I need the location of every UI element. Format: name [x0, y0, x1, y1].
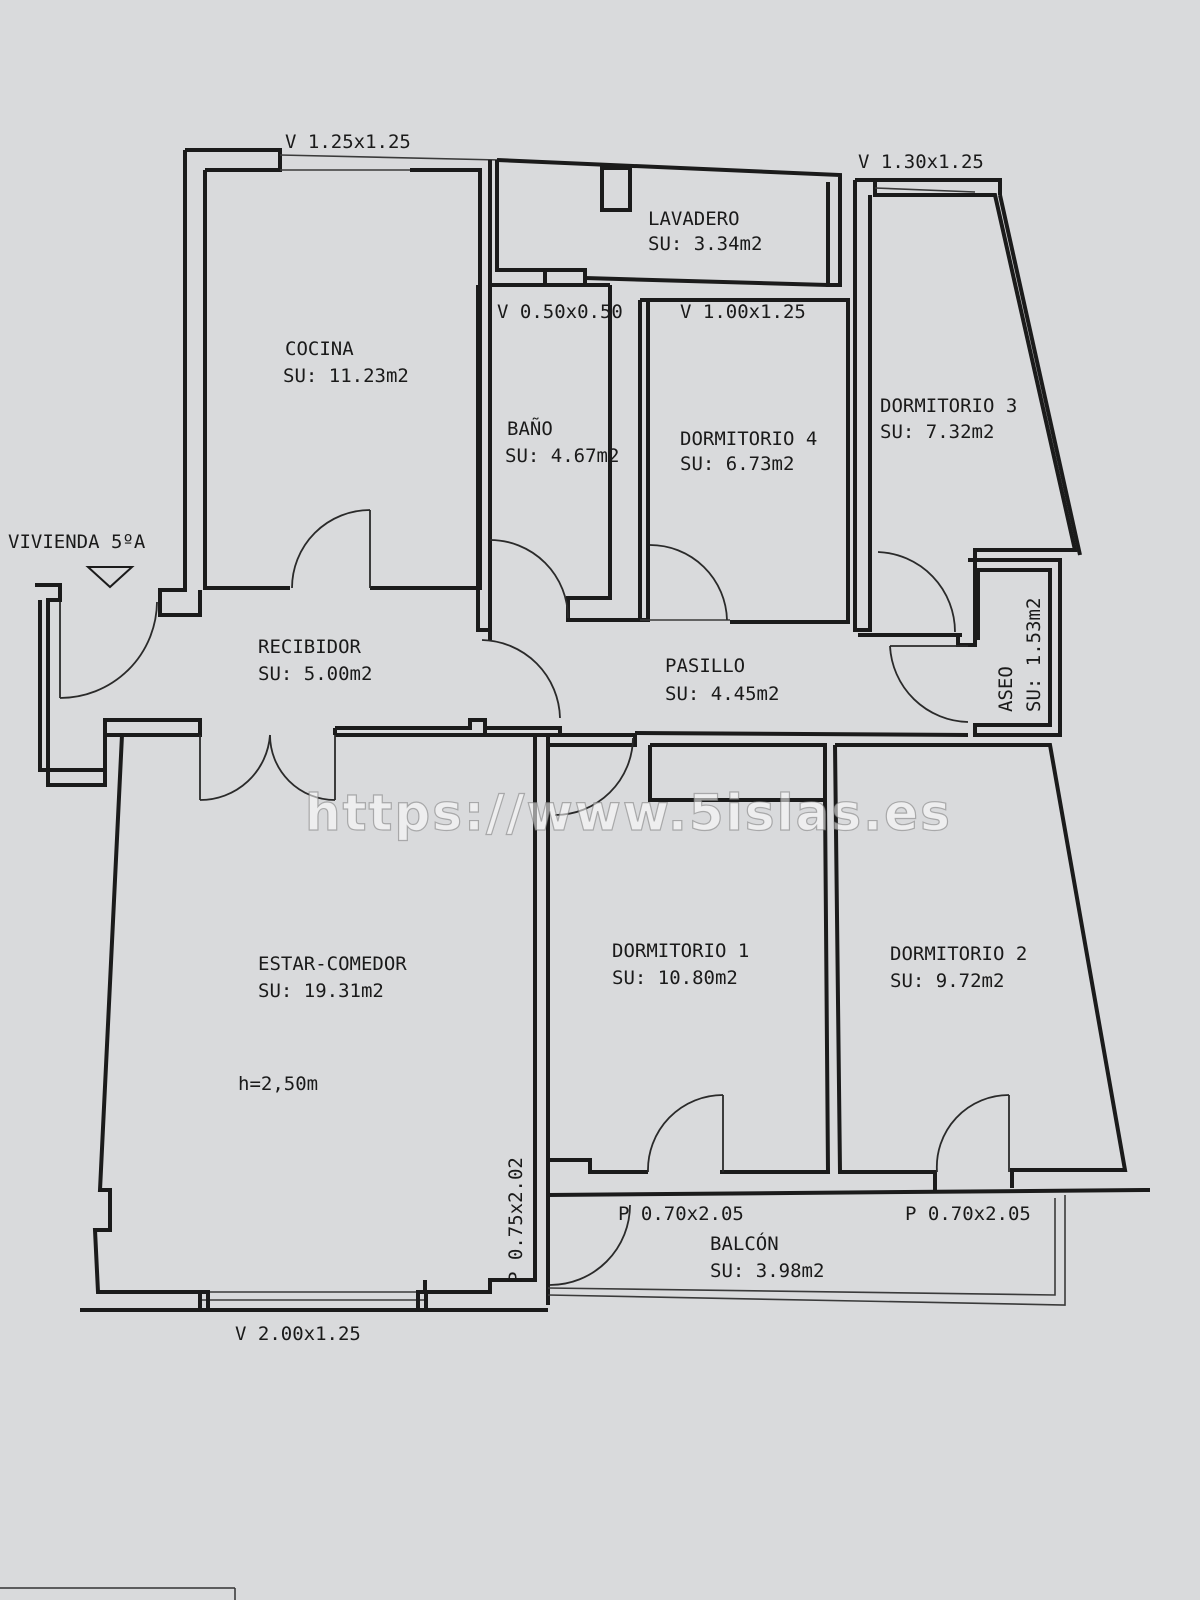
- room-estar-comedor-name: ESTAR-COMEDOR: [258, 953, 407, 975]
- wall-laundry-top: [496, 158, 842, 287]
- room-estar-comedor-area: SU: 19.31m2: [258, 980, 384, 1002]
- wall-dorm3-left: [853, 180, 872, 632]
- room-bano-name: BAÑO: [507, 417, 553, 440]
- wall-laundry-bottom-2: [584, 276, 829, 287]
- laundry-shaft: [600, 166, 632, 212]
- door-kitchen-arc: [291, 509, 371, 589]
- opening-door-living-balcony: P 0.75x2.02: [505, 1157, 527, 1283]
- room-dormitorio2-area: SU: 9.72m2: [890, 970, 1004, 992]
- walls: [35, 148, 1151, 1312]
- room-recibidor-area: SU: 5.00m2: [258, 663, 372, 685]
- room-dormitorio1-name: DORMITORIO 1: [612, 940, 749, 962]
- wall-kitchen-inner: [203, 170, 290, 590]
- wall-laundry: [488, 160, 547, 287]
- room-pasillo-area: SU: 4.45m2: [665, 683, 779, 705]
- room-lavadero-area: SU: 3.34m2: [648, 233, 762, 255]
- room-dormitorio4-name: DORMITORIO 4: [680, 428, 817, 450]
- wall-dorm3: [855, 178, 1078, 647]
- door-dorm1-balcony-arc: [647, 1094, 724, 1173]
- room-aseo-name: ASEO: [995, 666, 1017, 712]
- wall-dorm2: [835, 743, 1128, 1188]
- wall-dorm1: [548, 733, 637, 747]
- room-aseo-area: SU: 1.53m2: [1023, 598, 1045, 712]
- wall-dorm4: [640, 298, 850, 624]
- door-living-arc-left: [199, 734, 271, 801]
- door-living-balcony-arc: [549, 1204, 631, 1286]
- door-dorm3-arc: [877, 551, 956, 633]
- opening-window-bath: V 0.50x0.50: [497, 301, 623, 323]
- balcony-railing-inner: [547, 1198, 1056, 1296]
- opening-window-dorm4: V 1.00x1.25: [680, 301, 806, 323]
- wall-dorm2-left: [833, 744, 937, 1190]
- window-living-jamb-left: [198, 1290, 210, 1312]
- door-toilet-arc: [889, 645, 969, 723]
- door-corridor-arc: [481, 639, 561, 719]
- wall-kitchen: [158, 150, 202, 617]
- wall-kitchen-top: [185, 148, 282, 172]
- door-entry-arc: [59, 601, 158, 699]
- door-dorm4-arc: [649, 544, 728, 621]
- window-kitchen-line: [279, 154, 501, 161]
- wall-dorm3-top: [875, 178, 1002, 195]
- room-dormitorio3-name: DORMITORIO 3: [880, 395, 1017, 417]
- door-living-arc-right: [269, 734, 336, 801]
- room-dormitorio3-area: SU: 7.32m2: [880, 421, 994, 443]
- door-dorm2-balcony-arc: [935, 1094, 1010, 1173]
- window-living-jamb-right: [416, 1290, 428, 1312]
- room-dormitorio1-area: SU: 10.80m2: [612, 967, 738, 989]
- room-bano-area: SU: 4.67m2: [505, 445, 619, 467]
- wall-balcony-top: [547, 1188, 1151, 1197]
- room-balcon-area: SU: 3.98m2: [710, 1260, 824, 1282]
- room-balcon-name: BALCÓN: [710, 1231, 779, 1255]
- entry-marker-icon: [85, 566, 135, 589]
- watermark: https://www.5islas.es: [305, 784, 952, 842]
- balcony-railing: [547, 1195, 1066, 1306]
- room-cocina-name: COCINA: [285, 338, 354, 360]
- opening-door-dorm2: P 0.70x2.05: [905, 1203, 1031, 1225]
- opening-window-living: V 2.00x1.25: [235, 1323, 361, 1345]
- door-bath-arc: [489, 539, 569, 619]
- room-pasillo-name: PASILLO: [665, 655, 745, 677]
- dwelling-label: VIVIENDA 5ºA: [8, 531, 146, 553]
- opening-window-dorm3: V 1.30x1.25: [858, 151, 984, 173]
- wall-toilet: [968, 558, 1062, 737]
- room-dormitorio2-name: DORMITORIO 2: [890, 943, 1027, 965]
- wall-living: [92, 734, 200, 1294]
- room-lavadero-name: LAVADERO: [648, 208, 740, 230]
- labels: VIVIENDA 5ºA COCINA SU: 11.23m2 LAVADERO…: [8, 131, 1045, 1345]
- opening-door-dorm1: P 0.70x2.05: [618, 1203, 744, 1225]
- window-dorm3-line: [874, 187, 976, 193]
- door-dorm1-corridor-arc: [554, 737, 634, 816]
- wall-corridor-bottom: [634, 731, 969, 737]
- wall-bath: [476, 285, 492, 632]
- room-recibidor-name: RECIBIDOR: [258, 636, 362, 658]
- doors: [59, 509, 1010, 1286]
- wall-dorm1-bottom: [548, 1158, 648, 1174]
- room-cocina-area: SU: 11.23m2: [283, 365, 409, 387]
- room-dormitorio4-area: SU: 6.73m2: [680, 453, 794, 475]
- wall-dorm3-right: [998, 194, 1082, 556]
- wall-hall-bottom: [335, 718, 562, 737]
- opening-window-kitchen: V 1.25x1.25: [285, 131, 411, 153]
- room-estar-comedor-height: h=2,50m: [238, 1073, 318, 1095]
- wall-dorm1-right: [720, 799, 831, 1174]
- wall-entry: [35, 583, 202, 787]
